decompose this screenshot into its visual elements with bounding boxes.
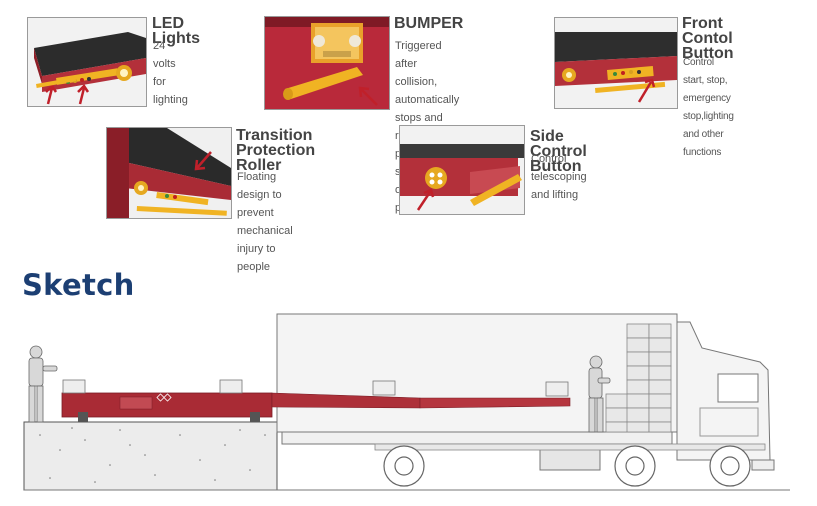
cargo-boxes	[605, 323, 672, 433]
bumper-photo	[264, 16, 390, 110]
sketch-heading: Sketch	[22, 268, 135, 302]
feature-title: BUMPER	[394, 15, 464, 32]
feature-title: LED Lights	[152, 15, 200, 47]
feature-title: Side Control Button	[530, 128, 587, 175]
feature-description: Floating design to prevent mechanical in…	[237, 171, 293, 273]
worker-figure-right	[588, 355, 611, 433]
side-control-photo	[399, 125, 525, 215]
transition-roller-photo	[106, 127, 232, 219]
feature-description: Control telescoping and lifting	[531, 153, 587, 201]
feature-title: Transition Protection Roller	[236, 127, 316, 174]
feature-description: Control start, stop, emergency stop,ligh…	[683, 57, 734, 158]
worker-figure-left	[28, 345, 58, 423]
feature-title: Front Contol Button	[682, 15, 734, 62]
led-lights-photo	[27, 17, 147, 107]
concrete-platform	[23, 421, 278, 491]
feature-description: 24 volts for lighting	[153, 40, 188, 106]
loading-sketch	[23, 313, 790, 491]
conveyor-logo	[156, 393, 172, 402]
telescopic-conveyor	[61, 379, 571, 422]
front-control-photo	[554, 17, 678, 109]
